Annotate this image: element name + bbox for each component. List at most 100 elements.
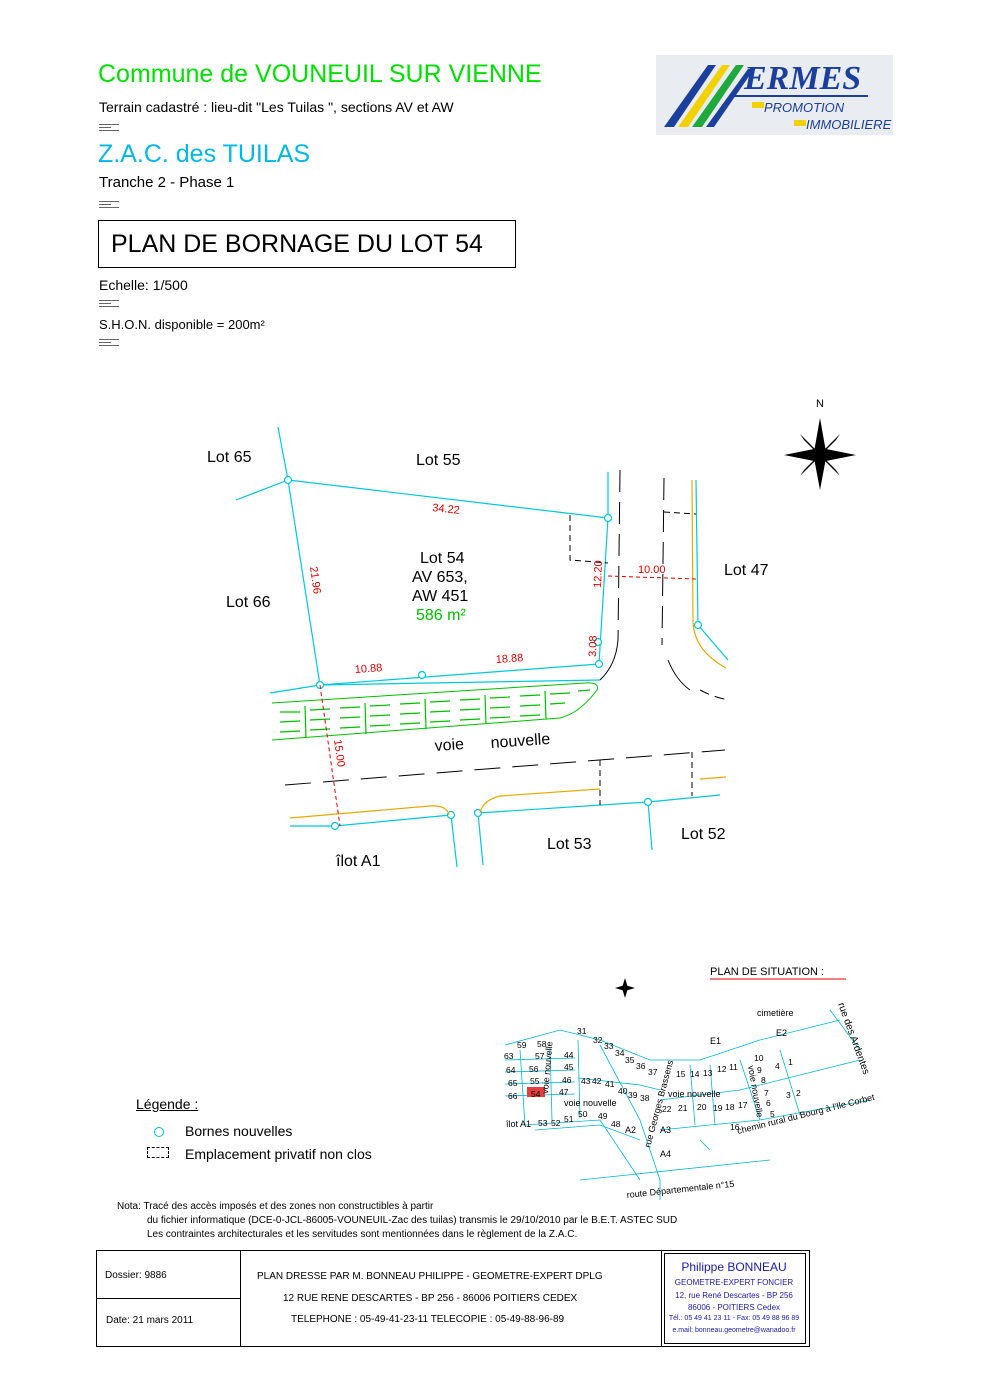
borne-icon <box>154 1127 164 1137</box>
situation-lot-number: 63 <box>504 1051 514 1061</box>
sit-ilot: îlot A1 <box>505 1119 531 1129</box>
nota-line-1: Nota: Tracé des accès imposés et des zon… <box>117 1201 434 1212</box>
legend-item-emplacement: Emplacement privatif non clos <box>185 1146 372 1162</box>
ilot-a1-label: îlot A1 <box>335 853 381 870</box>
situation-lot-number: 37 <box>648 1067 658 1077</box>
lot-54-name: Lot 54 <box>420 550 465 567</box>
road-word-voie: voie <box>434 736 465 755</box>
lot-54-ref2: AW 451 <box>412 588 468 605</box>
situation-north-icon <box>615 978 635 998</box>
logo-line2: IMMOBILIERE <box>806 117 892 132</box>
situation-lot-number: 51 <box>564 1114 574 1124</box>
dim-21-96: 21.96 <box>307 566 323 595</box>
lot-55-label: Lot 55 <box>416 452 461 469</box>
situation-lot-number: 12 <box>717 1064 727 1074</box>
situation-lot54-highlight <box>527 1087 545 1097</box>
situation-lot-number: 32 <box>593 1035 603 1045</box>
situation-lot-number: 33 <box>604 1041 614 1051</box>
divider <box>664 1343 806 1344</box>
logo-stripes-icon <box>664 65 868 127</box>
adresse-label: 12 RUE RENE DESCARTES - BP 256 - 86006 P… <box>283 1293 578 1304</box>
situation-lot-number: 4 <box>775 1061 780 1071</box>
situation-lot-number: 2 <box>796 1088 801 1098</box>
situation-lot-number: 48 <box>611 1119 621 1129</box>
divider <box>661 1251 662 1346</box>
situation-lot-number: 56 <box>529 1064 539 1074</box>
text-marker-icon <box>99 300 119 309</box>
situation-lot-number: 43 <box>581 1076 591 1086</box>
shon-label: S.H.O.N. disponible = 200m² <box>99 317 265 332</box>
situation-lot-number: 22 <box>662 1104 672 1114</box>
road-edges <box>284 469 731 805</box>
situation-lot-number: 21 <box>678 1103 688 1113</box>
dimension-labels: 34.22 21.96 12.20 10.00 3.08 10.88 18.88… <box>307 502 666 768</box>
situation-lot-number: 66 <box>508 1091 518 1101</box>
situation-lot-number: 31 <box>577 1026 587 1036</box>
lot-52-label: Lot 52 <box>681 826 726 843</box>
text-marker-icon <box>99 339 119 348</box>
situation-lot-number: 6 <box>766 1098 771 1108</box>
geometre-phone: Tél.: 05 49 41 23 11 - Fax: 05 49 88 96 … <box>668 1315 800 1322</box>
sit-voie-3: voie nouvelle <box>668 1089 721 1099</box>
situation-title: PLAN DE SITUATION : <box>710 966 824 978</box>
situation-lot-number: 64 <box>506 1065 516 1075</box>
plan-dresse-label: PLAN DRESSE PAR M. BONNEAU PHILIPPE - GE… <box>257 1271 603 1282</box>
curbs <box>289 479 727 819</box>
sit-a3: A3 <box>660 1125 671 1135</box>
tranche-subtitle: Tranche 2 - Phase 1 <box>99 174 235 191</box>
situation-lot-number: 17 <box>738 1100 748 1110</box>
parcel-boundaries <box>235 426 729 868</box>
geometre-name: Philippe BONNEAU <box>681 1260 787 1274</box>
lot-53-label: Lot 53 <box>547 836 592 853</box>
road-word-nouvelle: nouvelle <box>490 731 551 752</box>
situation-lot-number: 5 <box>770 1109 775 1119</box>
north-arrow-icon <box>784 418 856 490</box>
scale-label: Echelle: 1/500 <box>99 277 188 293</box>
situation-lot-number: 49 <box>598 1111 608 1121</box>
situation-lot-number: 13 <box>703 1068 713 1078</box>
geometre-address-2: 86006 - POITIERS Cedex <box>687 1303 781 1312</box>
north-label: N <box>816 398 824 410</box>
lot-labels: Lot 65 Lot 55 Lot 66 Lot 47 Lot 53 Lot 5… <box>207 449 769 870</box>
situation-lot-number: 3 <box>786 1090 791 1100</box>
dossier-label: Dossier: 9886 <box>105 1270 167 1281</box>
situation-lot-number: 19 <box>713 1103 723 1113</box>
lot-54-ref1: AV 653, <box>412 569 468 586</box>
dim-15-00: 15.00 <box>331 739 347 768</box>
divider <box>805 1253 806 1344</box>
sit-voie-2: voie nouvelle <box>564 1098 617 1108</box>
zac-title: Z.A.C. des TUILAS <box>98 140 311 168</box>
situation-map-lines <box>504 1009 871 1200</box>
situation-lot-number: 47 <box>559 1087 569 1097</box>
situation-lot-number: 38 <box>640 1093 650 1103</box>
sit-cimetiere: cimetière <box>757 1008 794 1018</box>
dim-34-22: 34.22 <box>432 502 461 517</box>
divider <box>664 1253 806 1254</box>
sit-a4: A4 <box>660 1149 671 1159</box>
situation-lot-number: 8 <box>761 1075 766 1085</box>
situation-lot-number: 54 <box>531 1089 541 1099</box>
situation-lot-number: 36 <box>636 1061 646 1071</box>
legend-item-bornes: Bornes nouvelles <box>185 1123 293 1139</box>
situation-lot-number: 41 <box>605 1079 615 1089</box>
situation-lot-number: 18 <box>725 1102 735 1112</box>
nota-line-2: du fichier informatique (DCE-0-JCL-86005… <box>147 1215 678 1226</box>
situation-lot-number: 52 <box>551 1118 561 1128</box>
situation-lot-number: 44 <box>564 1050 574 1060</box>
situation-lot-number: 9 <box>757 1065 762 1075</box>
nota-line-3: Les contraintes architecturales et les s… <box>147 1229 578 1240</box>
situation-lot-number: 65 <box>508 1078 518 1088</box>
dim-10-00: 10.00 <box>638 564 666 576</box>
geometre-title: GEOMETRE-EXPERT FONCIER <box>674 1278 794 1287</box>
text-marker-icon <box>99 124 119 133</box>
dashed-box-icon <box>147 1147 169 1158</box>
situation-lot-number: 58 <box>537 1039 547 1049</box>
title-block: Dossier: 9886 Date: 21 mars 2011 PLAN DR… <box>96 1250 810 1347</box>
bornes-markers <box>283 475 703 831</box>
situation-lot-number: 1 <box>788 1057 793 1067</box>
situation-lot-number: 42 <box>592 1076 602 1086</box>
terrain-subtitle: Terrain cadastré : lieu-dit "Les Tuilas … <box>99 99 454 115</box>
dim-18-88: 18.88 <box>495 652 523 666</box>
